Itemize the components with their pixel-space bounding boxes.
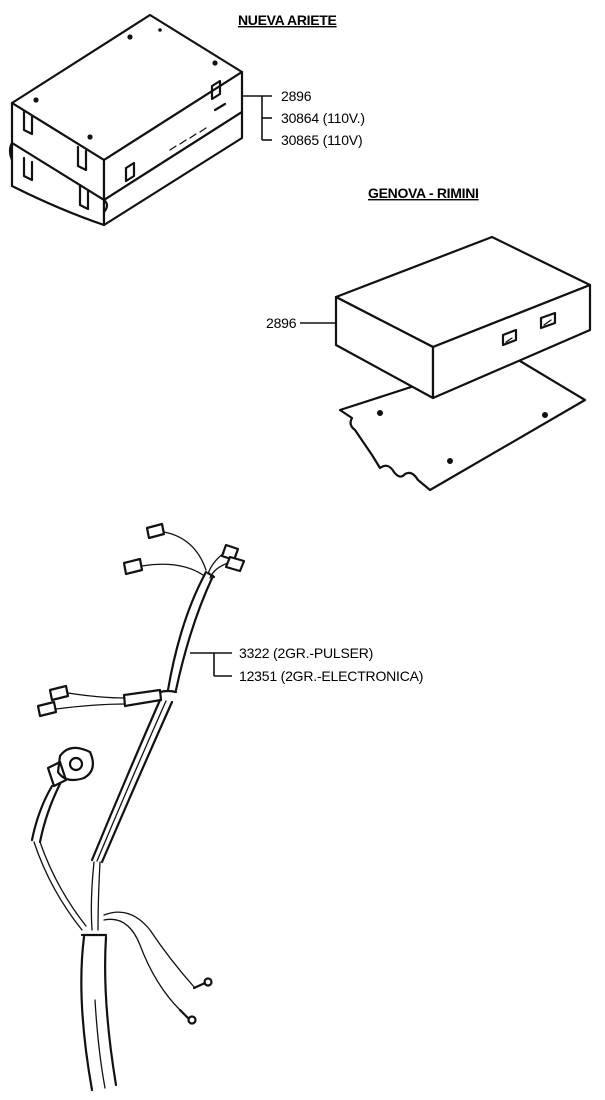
harness-leader [190,652,232,677]
genova-rimini-control-box [334,235,592,400]
genova-rimini-mounting-plate [338,353,587,492]
part-number-2896: 2896 [281,88,312,104]
nueva-ariete-leader [243,95,272,141]
part-number-30865: 30865 (110V) [281,132,362,148]
part-number-12351: 12351 (2GR.-ELECTRONICA) [239,668,423,684]
nueva-ariete-section: NUEVA ARIETE [8,12,365,227]
nueva-ariete-control-box [8,13,244,227]
part-number-3322: 3322 (2GR.-PULSER) [239,645,373,661]
wiring-harness [30,522,246,1092]
nueva-ariete-title: NUEVA ARIETE [238,12,337,28]
wiring-harness-section: 3322 (2GR.-PULSER) 12351 (2GR.-ELECTRONI… [30,522,423,1092]
genova-rimini-section: GENOVA - RIMINI 2896 [266,185,592,492]
part-number-2896-genova: 2896 [266,315,297,331]
genova-rimini-title: GENOVA - RIMINI [368,185,479,201]
part-number-30864: 30864 (110V.) [281,110,365,126]
